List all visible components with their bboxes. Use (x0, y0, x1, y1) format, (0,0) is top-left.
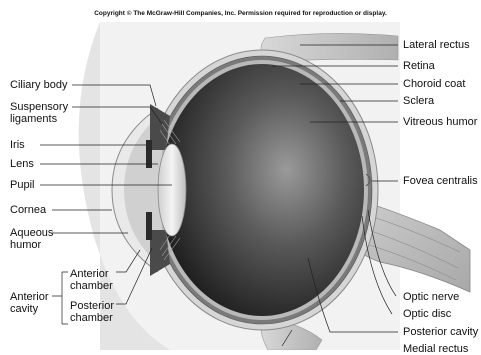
label-posterior-cavity: Posterior cavity (403, 326, 478, 338)
label-vitreous-humor: Vitreous humor (403, 116, 477, 128)
label-optic-nerve: Optic nerve (403, 291, 459, 303)
copyright-notice: Copyright © The McGraw-Hill Companies, I… (0, 10, 481, 17)
label-fovea-centralis: Fovea centralis (403, 175, 478, 187)
label-iris: Iris (10, 139, 25, 151)
label-lens: Lens (10, 158, 34, 170)
label-optic-disc: Optic disc (403, 308, 451, 320)
label-posterior-chamber: Posterior chamber (70, 300, 120, 324)
label-anterior-chamber: Anterior chamber (70, 268, 120, 292)
label-medial-rectus: Medial rectus (403, 343, 468, 355)
label-retina: Retina (403, 60, 435, 72)
label-anterior-cavity: Anterior cavity (10, 291, 58, 315)
vitreous-humor-shape (160, 64, 364, 316)
label-sclera: Sclera (403, 95, 434, 107)
lens-shape (158, 144, 186, 236)
label-aqueous-humor: Aqueous humor (10, 227, 60, 251)
label-ciliary-body: Ciliary body (10, 79, 67, 91)
label-lateral-rectus: Lateral rectus (403, 39, 470, 51)
label-suspensory-ligaments: Suspensory ligaments (10, 101, 76, 125)
label-cornea: Cornea (10, 204, 46, 216)
label-pupil: Pupil (10, 179, 34, 191)
label-choroid-coat: Choroid coat (403, 78, 465, 90)
